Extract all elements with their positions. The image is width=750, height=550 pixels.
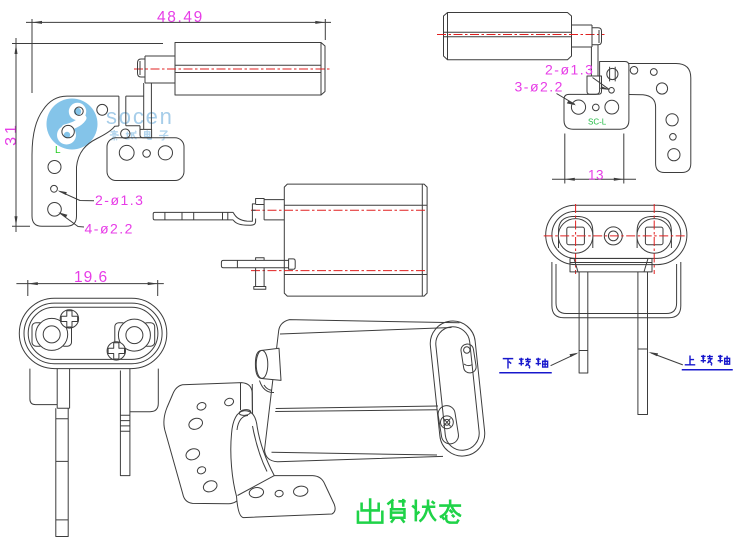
svg-text:3-ø2.2: 3-ø2.2 (515, 79, 564, 95)
svg-text:2-ø1.3: 2-ø1.3 (545, 62, 594, 78)
svg-text:L: L (55, 145, 61, 156)
svg-text:SC-L: SC-L (588, 117, 607, 126)
svg-text:13: 13 (588, 168, 604, 183)
svg-text:19.6: 19.6 (74, 269, 108, 286)
svg-text:4-ø2.2: 4-ø2.2 (85, 221, 134, 237)
svg-text:socen: socen (106, 104, 174, 129)
svg-text:31: 31 (3, 122, 20, 146)
svg-text:48.49: 48.49 (157, 9, 204, 26)
svg-text:2-ø1.3: 2-ø1.3 (95, 192, 144, 208)
